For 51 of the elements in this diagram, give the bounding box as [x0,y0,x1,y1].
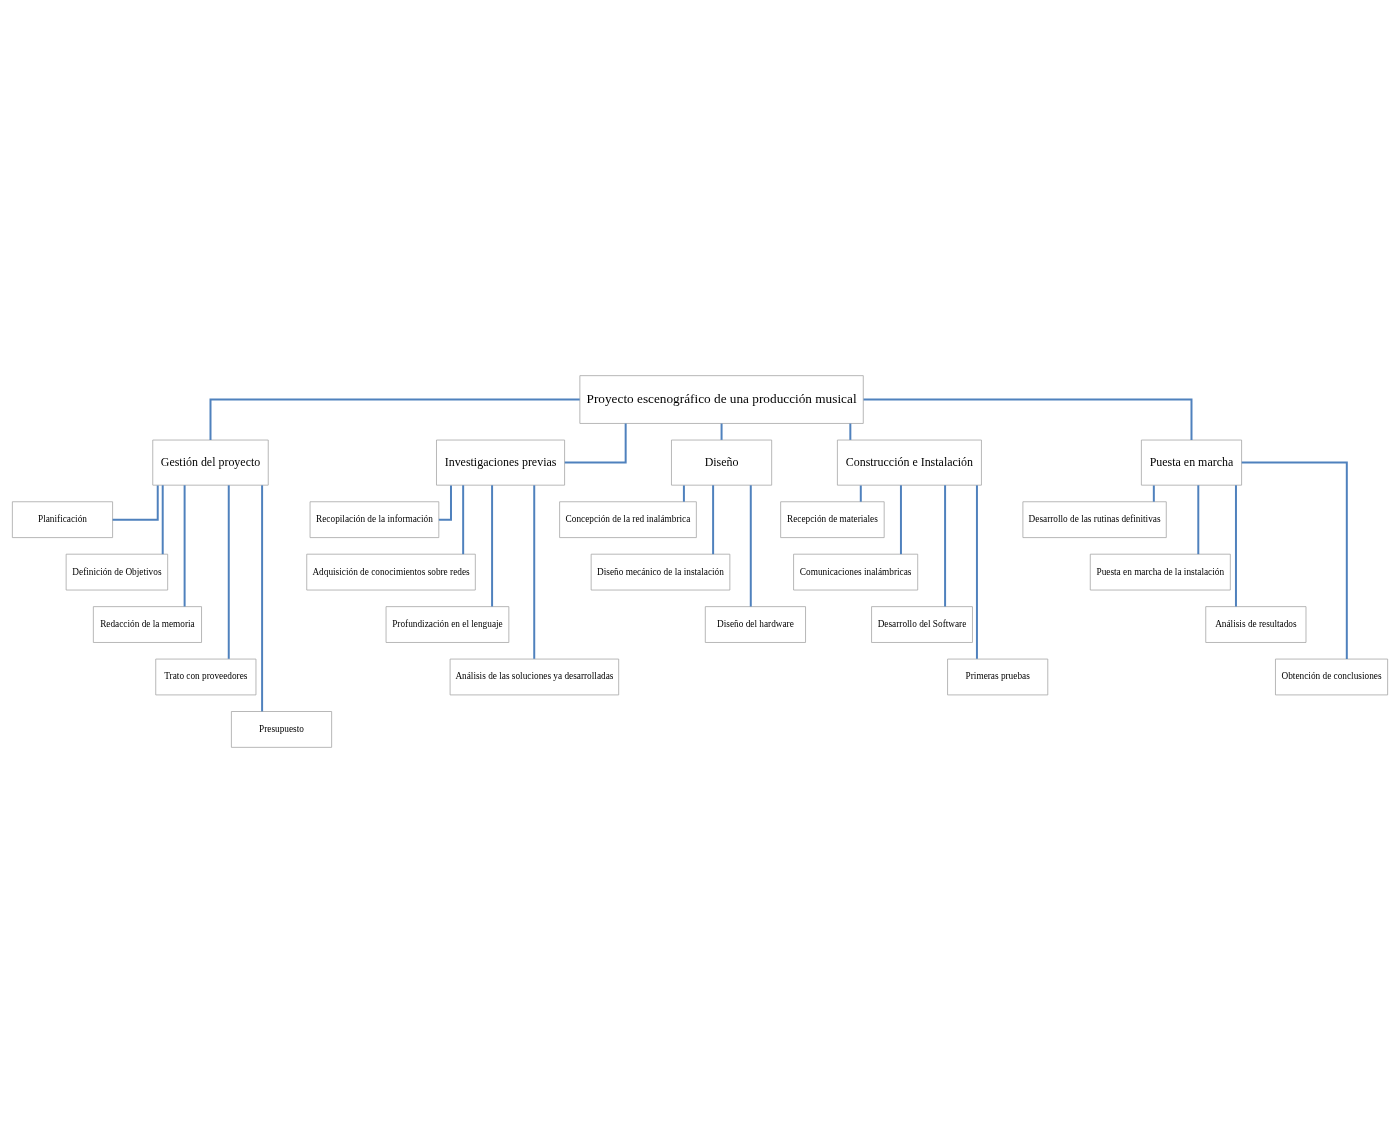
node-box: Profundización en el lenguaje [385,605,510,643]
connector [209,398,581,441]
connector [1240,461,1348,660]
connector [862,398,1193,441]
connector [261,483,264,712]
node-box: Análisis de resultados [1205,605,1307,643]
connector [682,484,685,503]
connector [859,484,862,503]
connector [563,422,627,464]
node-box: Obtención de conclusiones [1275,658,1389,695]
connector [437,484,452,521]
node-box: Análisis de las soluciones ya desarrolladas [449,658,620,695]
node-box: Diseño del hardware [704,605,806,643]
connector [1234,483,1237,607]
node-box: Presupuesto [231,710,333,748]
connector [899,483,902,555]
connector [227,483,230,660]
connector [749,483,752,607]
connector [712,483,715,555]
connector [944,483,947,607]
node-box: Proyecto escenográfico de una producción musical [579,374,864,424]
node-box: Definición de Objetivos [65,553,169,590]
connector [1197,483,1200,555]
node-box: Planificación [11,500,113,538]
node-box: Construcción e Instalación [837,439,982,486]
node-box: Puesta en marcha [1141,439,1242,486]
connector [462,483,465,555]
node-box: Puesta en marcha de la instalación [1089,553,1231,590]
node-box: Diseño mecánico de la instalación [590,553,731,590]
node-box: Concepción de la red inalámbrica [559,500,697,538]
connector [720,422,723,441]
node-box: Gestión del proyecto [152,439,269,486]
node-box: Desarrollo de las rutinas definitivas [1022,500,1167,538]
node-box: Recepción de materiales [780,500,885,538]
node-box: Primeras pruebas [947,658,1049,695]
node-box: Recopilación de la información [309,500,440,538]
connector [111,484,159,521]
connector [975,483,978,660]
node-box: Diseño [671,439,773,486]
connector [491,483,494,607]
connector [1152,484,1155,503]
node-box: Redacción de la memoria [92,605,202,643]
connector [849,422,852,441]
node-box: Comunicaciones inalámbricas [793,553,919,590]
node-box: Investigaciones previas [436,439,565,486]
node-box: Adquisición de conocimientos sobre redes [306,553,476,590]
connector [161,483,164,555]
node-box: Trato con proveedores [155,658,257,695]
connector [533,483,536,660]
connector [183,483,186,607]
node-box: Desarrollo del Software [871,605,973,643]
